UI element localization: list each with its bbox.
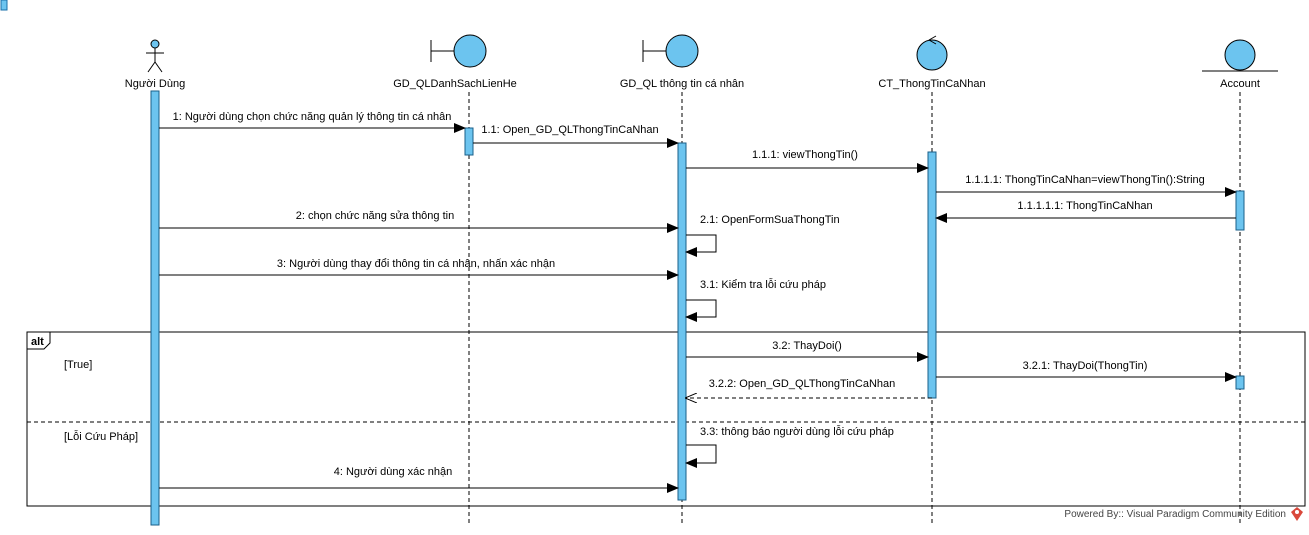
activations — [150, 90, 1245, 526]
message[interactable]: 3: Người dùng thay đổi thông tin cá nhân… — [159, 258, 679, 280]
lifeline-user[interactable]: Người Dùng — [125, 39, 185, 90]
powered-by-text: Powered By:: Visual Paradigm Community E… — [1064, 509, 1286, 520]
guard-true: [True] — [64, 359, 92, 371]
message[interactable]: 2: chọn chức năng sửa thông tin — [159, 210, 679, 233]
message[interactable]: 3.2: ThayDoi() — [686, 340, 929, 362]
boundary-icon — [642, 34, 699, 68]
lifeline-name: GD_QLDanhSachLienHe — [393, 78, 517, 90]
lifeline-name: CT_ThongTinCaNhan — [878, 78, 985, 90]
message[interactable]: 1.1.1: viewThongTin() — [686, 149, 929, 173]
message[interactable]: 1.1.1.1: ThongTinCaNhan=viewThongTin():S… — [936, 174, 1237, 197]
message-label: 3.1: Kiểm tra lỗi cứu pháp — [700, 278, 826, 291]
message-label: 1.1.1.1.1: ThongTinCaNhan — [1017, 200, 1152, 212]
message-label: 1.1: Open_GD_QLThongTinCaNhan — [481, 124, 658, 136]
fragment-operator: alt — [31, 336, 44, 348]
activation-bar — [1235, 190, 1245, 231]
lifeline-gd-ds[interactable]: GD_QLDanhSachLienHe — [393, 34, 517, 90]
control-icon — [916, 35, 948, 71]
lifeline-name: Người Dùng — [125, 78, 185, 90]
message[interactable]: 3.3: thông báo người dùng lỗi cứu pháp — [685, 425, 894, 468]
message-label: 3.2.2: Open_GD_QLThongTinCaNhan — [709, 378, 896, 390]
message[interactable]: 3.2.2: Open_GD_QLThongTinCaNhan — [686, 378, 932, 398]
lifeline-name: Account — [1220, 78, 1260, 90]
lifeline-name: GD_QL thông tin cá nhân — [620, 78, 744, 90]
message-label: 2.1: OpenFormSuaThongTin — [700, 214, 840, 226]
message-label: 1.1.1: viewThongTin() — [752, 149, 858, 161]
message[interactable]: 2.1: OpenFormSuaThongTin — [685, 214, 840, 257]
activation-bar — [927, 151, 937, 399]
lifeline-acc[interactable]: Account — [1202, 39, 1278, 90]
fragment-tag-box — [26, 331, 51, 350]
message-label: 1: Người dùng chọn chức năng quản lý thô… — [173, 111, 452, 123]
activation-bar — [464, 127, 474, 156]
diagram-corner-marker — [0, 0, 8, 11]
alt-fragment: alt [True] [Lỗi Cứu Pháp] — [26, 331, 1306, 507]
boundary-icon — [430, 34, 487, 68]
messages: 1: Người dùng chọn chức năng quản lý thô… — [159, 111, 1237, 493]
message-label: 2: chọn chức năng sửa thông tin — [296, 210, 454, 222]
watermark: Powered By:: Visual Paradigm Community E… — [1064, 507, 1303, 521]
message[interactable]: 3.2.1: ThayDoi(ThongTin) — [936, 360, 1237, 382]
lifeline-ct[interactable]: CT_ThongTinCaNhan — [878, 35, 986, 90]
message[interactable]: 4: Người dùng xác nhận — [159, 466, 679, 493]
message-label: 3.2: ThayDoi() — [772, 340, 842, 352]
message-label: 3: Người dùng thay đổi thông tin cá nhân… — [277, 258, 555, 270]
fragment-frame — [26, 331, 1306, 507]
vp-logo-icon — [1291, 507, 1303, 521]
message[interactable]: 1.1.1.1.1: ThongTinCaNhan — [935, 200, 1236, 223]
activation-bar — [677, 142, 687, 501]
activation-bar — [1235, 375, 1245, 390]
message-label: 3.3: thông báo người dùng lỗi cứu pháp — [700, 425, 894, 438]
guard-error: [Lỗi Cứu Pháp] — [64, 430, 138, 443]
message[interactable]: 3.1: Kiểm tra lỗi cứu pháp — [685, 278, 826, 322]
entity-icon — [1202, 39, 1278, 72]
lifelines — [154, 92, 1241, 525]
activation-bar — [150, 90, 160, 526]
message-label: 1.1.1.1: ThongTinCaNhan=viewThongTin():S… — [965, 174, 1205, 186]
lifeline-gd-tt[interactable]: GD_QL thông tin cá nhân — [620, 34, 744, 90]
message-label: 3.2.1: ThayDoi(ThongTin) — [1023, 360, 1148, 372]
message[interactable]: 1.1: Open_GD_QLThongTinCaNhan — [473, 124, 679, 148]
message-label: 4: Người dùng xác nhận — [334, 466, 453, 478]
message[interactable]: 1: Người dùng chọn chức năng quản lý thô… — [159, 111, 466, 133]
actor-icon — [146, 39, 164, 73]
